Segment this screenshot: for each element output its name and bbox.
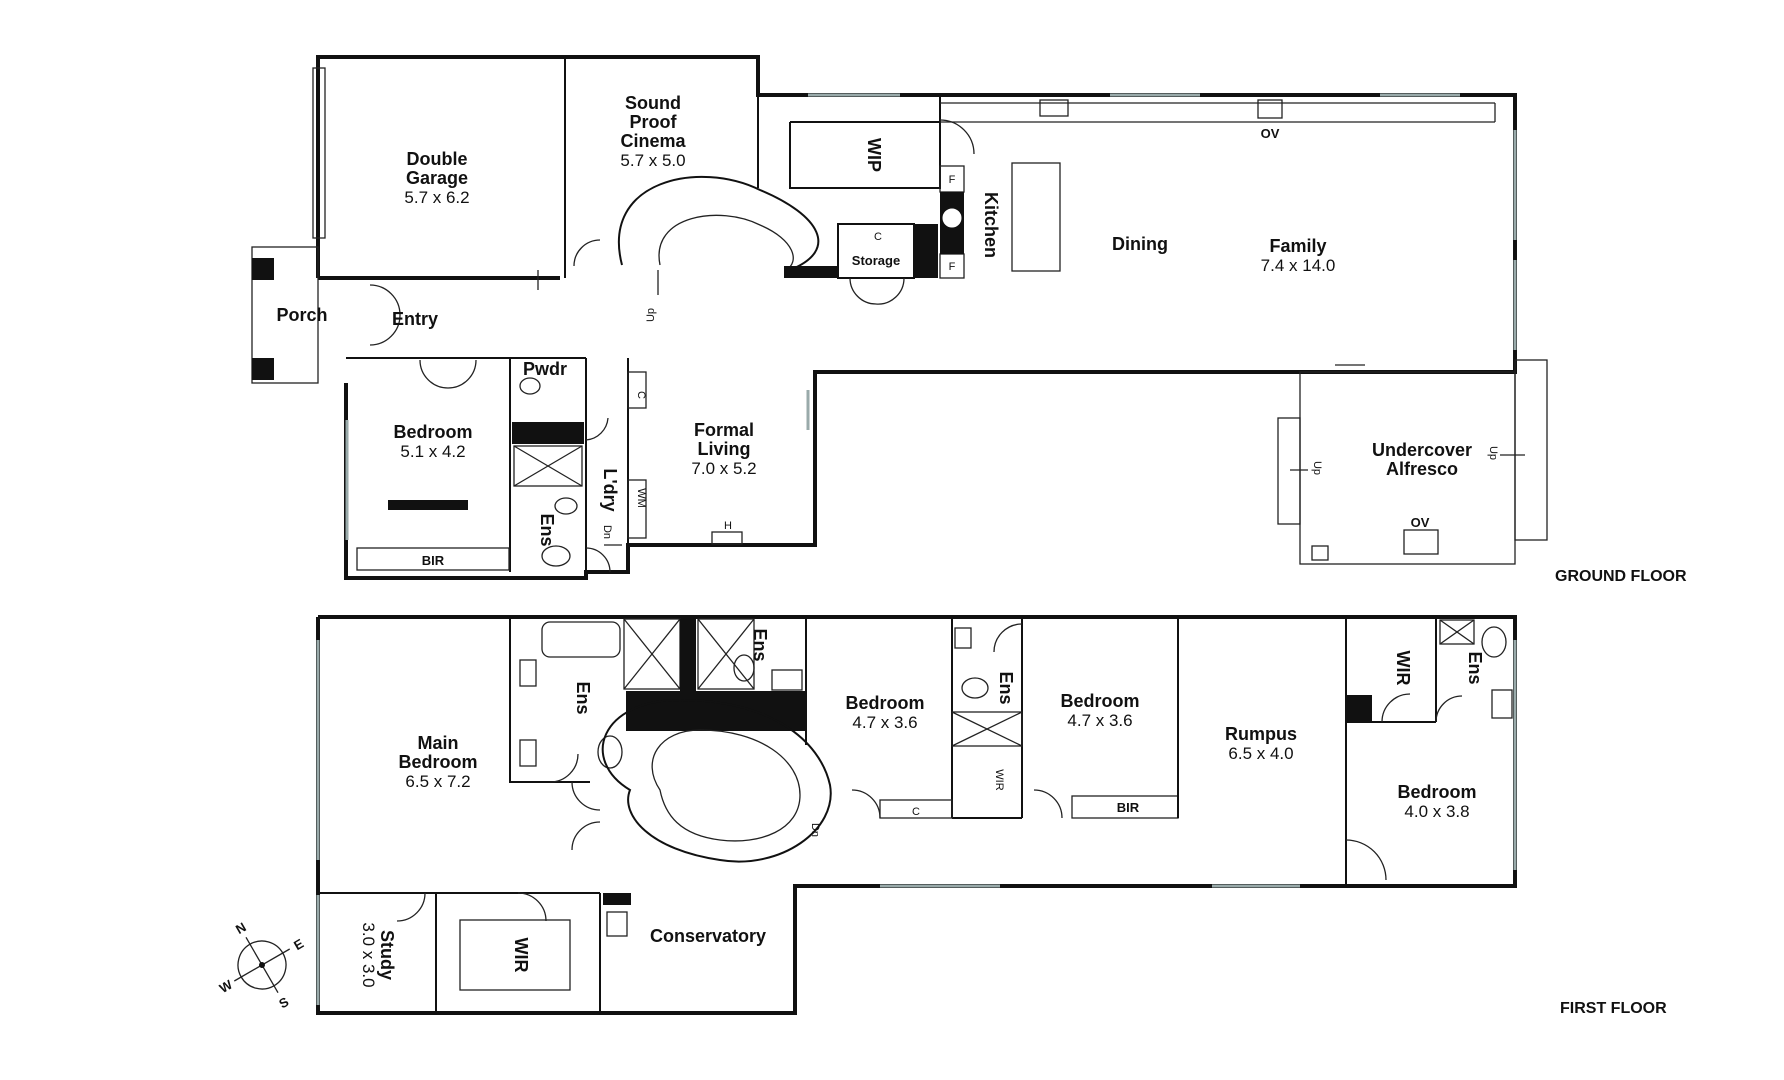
ens-label: Ens [537, 513, 557, 546]
main-bedroom-dims: 6.5 x 7.2 [405, 772, 470, 791]
double-garage-label-1: Double [407, 149, 468, 169]
cinema-label-1: Sound [625, 93, 681, 113]
kitchen-label: Kitchen [981, 192, 1001, 258]
ens-main-label: Ens [573, 681, 593, 714]
formal-living-label-1: Formal [694, 420, 754, 440]
up-alfresco-right-label: Up [1487, 446, 1499, 460]
storage-label: Storage [852, 253, 900, 268]
wir-small-label: WIR [993, 769, 1005, 790]
formal-living-dims: 7.0 x 5.2 [691, 459, 756, 478]
compass-e: E [291, 936, 306, 953]
cinema-dims: 5.7 x 5.0 [620, 151, 685, 170]
bedroom-4-label: Bedroom [1397, 782, 1476, 802]
up-stair-label: Up [645, 308, 657, 322]
compass-n: N [233, 919, 249, 937]
double-garage-dims: 5.7 x 6.2 [404, 188, 469, 207]
bedroom-2-dims: 4.7 x 3.6 [852, 713, 917, 732]
wir-bed4-label: WIR [1393, 651, 1413, 686]
ov-kitchen-label: OV [1261, 126, 1280, 141]
study-dims: 3.0 x 3.0 [359, 922, 378, 987]
family-label: Family [1269, 236, 1326, 256]
ens-bed3-label: Ens [996, 671, 1016, 704]
up-alfresco-left-label: Up [1311, 461, 1323, 475]
f2-label: F [949, 261, 956, 273]
ground-floor-title: GROUND FLOOR [1555, 568, 1687, 585]
c-kitchen-label: C [874, 231, 882, 243]
alfresco-label-1: Undercover [1372, 440, 1472, 460]
ens-bed2-label: Ens [750, 628, 770, 661]
ground-floor [251, 55, 1548, 580]
ov-alfresco-label: OV [1411, 515, 1430, 530]
rumpus-dims: 6.5 x 4.0 [1228, 744, 1293, 763]
conservatory-label: Conservatory [650, 926, 766, 946]
compass: N E S W [217, 919, 307, 1011]
first-floor-labels: Main Bedroom 6.5 x 7.2 Ens Ens Bedroom 4… [359, 628, 1667, 1017]
cinema-label-2: Proof [630, 112, 678, 132]
bir-label: BIR [422, 553, 445, 568]
ground-floor-labels: Double Garage 5.7 x 6.2 Sound Proof Cine… [276, 93, 1687, 585]
alfresco-label-2: Alfresco [1386, 459, 1458, 479]
entry-label: Entry [392, 309, 438, 329]
rumpus-label: Rumpus [1225, 724, 1297, 744]
ldry-label: L'dry [600, 468, 620, 511]
bedroom-2-label: Bedroom [845, 693, 924, 713]
c-ldry-label: C [635, 391, 647, 399]
double-garage-label-2: Garage [406, 168, 468, 188]
bedroom-3-dims: 4.7 x 3.6 [1067, 711, 1132, 730]
dn-ldry-label: Dn [601, 525, 613, 539]
dining-label: Dining [1112, 234, 1168, 254]
first-floor-title: FIRST FLOOR [1560, 1000, 1667, 1017]
bedroom-4-dims: 4.0 x 3.8 [1404, 802, 1469, 821]
study-label: Study [377, 930, 397, 980]
ens-bed4-label: Ens [1465, 651, 1485, 684]
bedroom-label: Bedroom [393, 422, 472, 442]
dn-stair-label: Dn [809, 823, 821, 837]
wm-label: WM [635, 488, 647, 508]
main-bedroom-label-2: Bedroom [398, 752, 477, 772]
first-floor [316, 615, 1517, 1015]
wir-main-label: WIR [511, 938, 531, 973]
compass-w: W [217, 977, 236, 996]
porch-label: Porch [276, 305, 327, 325]
c-hall-label: C [912, 806, 920, 818]
bedroom-dims: 5.1 x 4.2 [400, 442, 465, 461]
wip-label: WIP [864, 138, 884, 172]
family-dims: 7.4 x 14.0 [1261, 256, 1336, 275]
f1-label: F [949, 174, 956, 186]
cinema-label-3: Cinema [620, 131, 686, 151]
h-label: H [724, 520, 732, 532]
pwdr-label: Pwdr [523, 359, 567, 379]
compass-s: S [276, 994, 291, 1011]
bir-first-label: BIR [1117, 800, 1140, 815]
bedroom-3-label: Bedroom [1060, 691, 1139, 711]
formal-living-label-2: Living [698, 439, 751, 459]
main-bedroom-label-1: Main [417, 733, 458, 753]
